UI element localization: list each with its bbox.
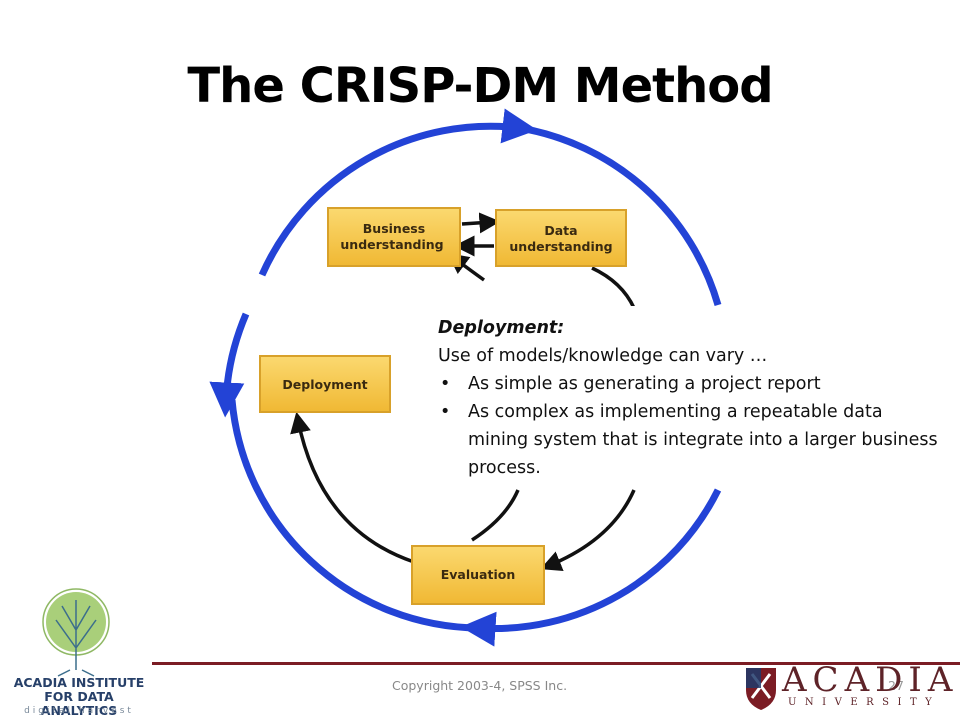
box-data-line1: Data [544,223,577,238]
arrow-to-evaluation [540,489,636,571]
inner-arrows [290,212,636,571]
callout-bullet-1: As simple as generating a project report [440,370,938,398]
box-data-line2: understanding [509,239,612,254]
university-crest-icon [746,668,776,710]
deployment-callout: Deployment: Use of models/knowledge can … [420,306,940,488]
outer-cycle [209,108,722,647]
outer-arc-bottom-left [228,399,479,632]
outer-arc-top [258,108,538,277]
institute-tagline: digital harvest [24,706,134,716]
callout-intro: Use of models/knowledge can vary … [438,346,768,366]
university-wordmark: ACADIA [782,660,959,700]
institute-name: ACADIA INSTITUTE FOR DATA ANALYTICS [4,676,154,718]
callout-bullet-2: As complex as implementing a repeatable … [440,398,938,482]
copyright-text: Copyright 2003-4, SPSS Inc. [392,678,568,693]
box-deployment: Deployment [259,355,391,413]
arrow-evaluation-loop [471,489,520,542]
outer-arc-right [519,124,722,306]
institute-logo-tree [42,588,110,677]
outer-arc-left [209,312,250,418]
institute-name-line2: FOR DATA ANALYTICS [40,689,118,718]
callout-heading: Deployment: [438,318,565,338]
university-subtitle: UNIVERSITY [788,697,941,708]
institute-name-line1: ACADIA INSTITUTE [13,675,145,690]
box-business-line2: understanding [340,237,443,252]
box-data-understanding: Data understanding [495,209,627,267]
callout-bullet-list: As simple as generating a project report… [438,370,938,482]
arrow-evaluation-to-deployment [290,411,415,564]
page-number: 27 [888,678,904,693]
arrow-data-down [591,266,636,309]
box-business-understanding: Business understanding [327,207,461,267]
box-business-line1: Business [363,221,425,236]
box-deployment-label: Deployment [282,377,367,392]
box-evaluation-label: Evaluation [441,567,516,582]
box-evaluation: Evaluation [411,545,545,605]
outer-arc-right-lower [460,488,722,647]
footer-divider [152,662,960,665]
slide-title: The CRISP-DM Method [187,58,773,114]
arrow-business-to-data [461,212,501,234]
